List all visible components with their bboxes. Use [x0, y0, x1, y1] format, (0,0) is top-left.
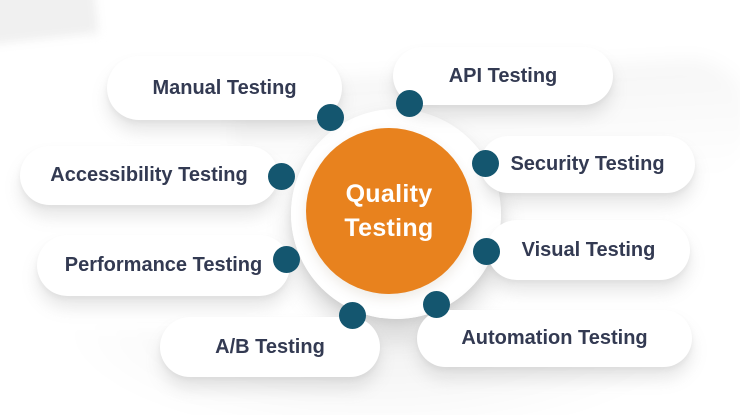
- center-circle: Quality Testing: [306, 128, 472, 294]
- node-visual-testing: Visual Testing: [487, 220, 690, 280]
- connector-dot: [317, 104, 344, 131]
- node-label: Manual Testing: [152, 76, 297, 99]
- node-ab-testing: A/B Testing: [160, 317, 380, 377]
- node-manual-testing: Manual Testing: [107, 56, 342, 120]
- connector-dot: [473, 238, 500, 265]
- connector-dot: [472, 150, 499, 177]
- center-label-line1: Quality: [345, 180, 433, 208]
- node-label: A/B Testing: [215, 335, 325, 358]
- connector-dot: [423, 291, 450, 318]
- connector-dot: [339, 302, 366, 329]
- background-wash: [0, 0, 99, 47]
- connector-dot: [273, 246, 300, 273]
- node-security-testing: Security Testing: [480, 136, 695, 193]
- node-label: Accessibility Testing: [50, 164, 248, 186]
- node-label: Performance Testing: [64, 254, 263, 276]
- connector-dot: [396, 90, 423, 117]
- node-api-testing: API Testing: [393, 47, 613, 105]
- center-label: Quality Testing: [344, 177, 433, 245]
- connector-dot: [268, 163, 295, 190]
- node-label: Security Testing: [510, 153, 665, 175]
- node-label: Automation Testing: [461, 327, 648, 349]
- center-label-line2: Testing: [344, 214, 434, 242]
- node-label: API Testing: [448, 64, 558, 87]
- node-accessibility-testing: Accessibility Testing: [20, 146, 278, 205]
- node-automation-testing: Automation Testing: [417, 310, 692, 367]
- node-label: Visual Testing: [521, 238, 656, 261]
- node-performance-testing: Performance Testing: [37, 235, 290, 296]
